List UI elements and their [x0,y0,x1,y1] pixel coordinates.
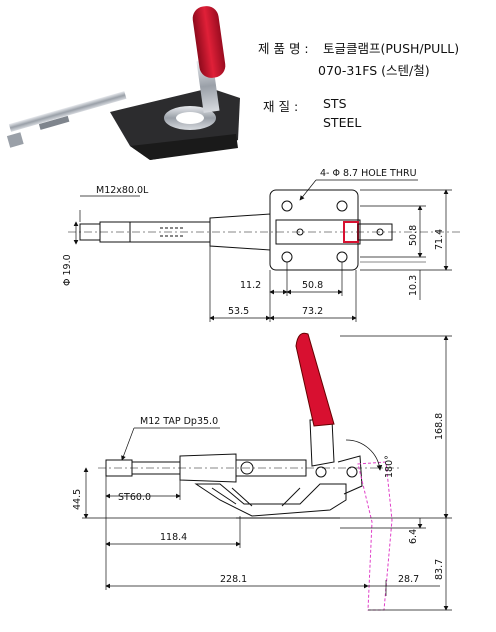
w-73-2-label: 73.2 [302,306,323,317]
w-228-1-label: 228.1 [220,574,247,585]
rod-thread [38,115,70,130]
material-steel: STEEL [323,115,362,130]
thread-label: M12x80.0L [96,185,149,196]
top-dimension-labels: M12x80.0L 4- Φ 8.7 HOLE THRU Φ 19.0 50.8… [62,168,445,317]
product-label: 제 품 명 : [258,41,309,56]
side-dimension-labels: M12 TAP Dp35.0 44.5 ST60.0 118.4 228.1 2… [72,413,445,585]
top-dimensions [73,179,452,322]
h-71-4-label: 71.4 [434,229,445,250]
h-83-7-label: 83.7 [434,559,445,580]
side-dimensions [82,335,452,611]
side-pin-3 [346,466,358,478]
stroke-label: ST60.0 [118,492,151,503]
plunger-rod [8,91,127,132]
angle-label: 180° [384,455,395,478]
product-name: 토글클램프(PUSH/PULL) [323,41,460,56]
w-11-2-label: 11.2 [240,280,261,291]
rod-nut [6,132,24,148]
w-50-8-label: 50.8 [302,280,323,291]
hole-1 [281,200,293,212]
hole-2 [336,200,348,212]
pivot-ring-center [176,112,204,124]
side-handle-bracket [337,455,363,495]
holes-label: 4- Φ 8.7 HOLE THRU [320,168,417,179]
hole-3 [281,251,293,263]
clamp-illustration [6,6,240,160]
top-view [68,189,460,271]
side-handle-grip [295,332,335,427]
top-handle-tail [357,223,393,241]
handle-swing [357,461,393,611]
w-53-5-label: 53.5 [228,306,249,317]
handle-grip [192,6,226,78]
side-handle-arm [309,419,335,467]
base-plate [130,134,238,160]
h-168-8-label: 168.8 [434,413,445,440]
tap-label: M12 TAP Dp35.0 [140,416,218,427]
h-10-3-label: 10.3 [408,275,419,296]
side-plunger [131,461,181,475]
h-44-5-label: 44.5 [72,489,83,510]
ghost-handle [357,461,393,611]
material-sts: STS [323,96,347,111]
side-link [235,459,307,477]
side-base-frame [194,483,347,517]
h-50-8-label: 50.8 [408,225,419,246]
side-guide [179,453,237,483]
swing-arc [345,439,383,471]
model-number: 070-31FS (스텐/철) [318,63,430,78]
side-view [98,332,400,519]
h-6-4-label: 6.4 [408,529,419,544]
w-118-4-label: 118.4 [160,532,187,543]
dia-label: Φ 19.0 [62,254,73,286]
side-pin-2 [315,466,327,478]
side-pin-1 [240,461,254,475]
hole-4 [336,251,348,263]
w-28-7-label: 28.7 [398,574,419,585]
material-label: 재 질 : [263,99,299,114]
